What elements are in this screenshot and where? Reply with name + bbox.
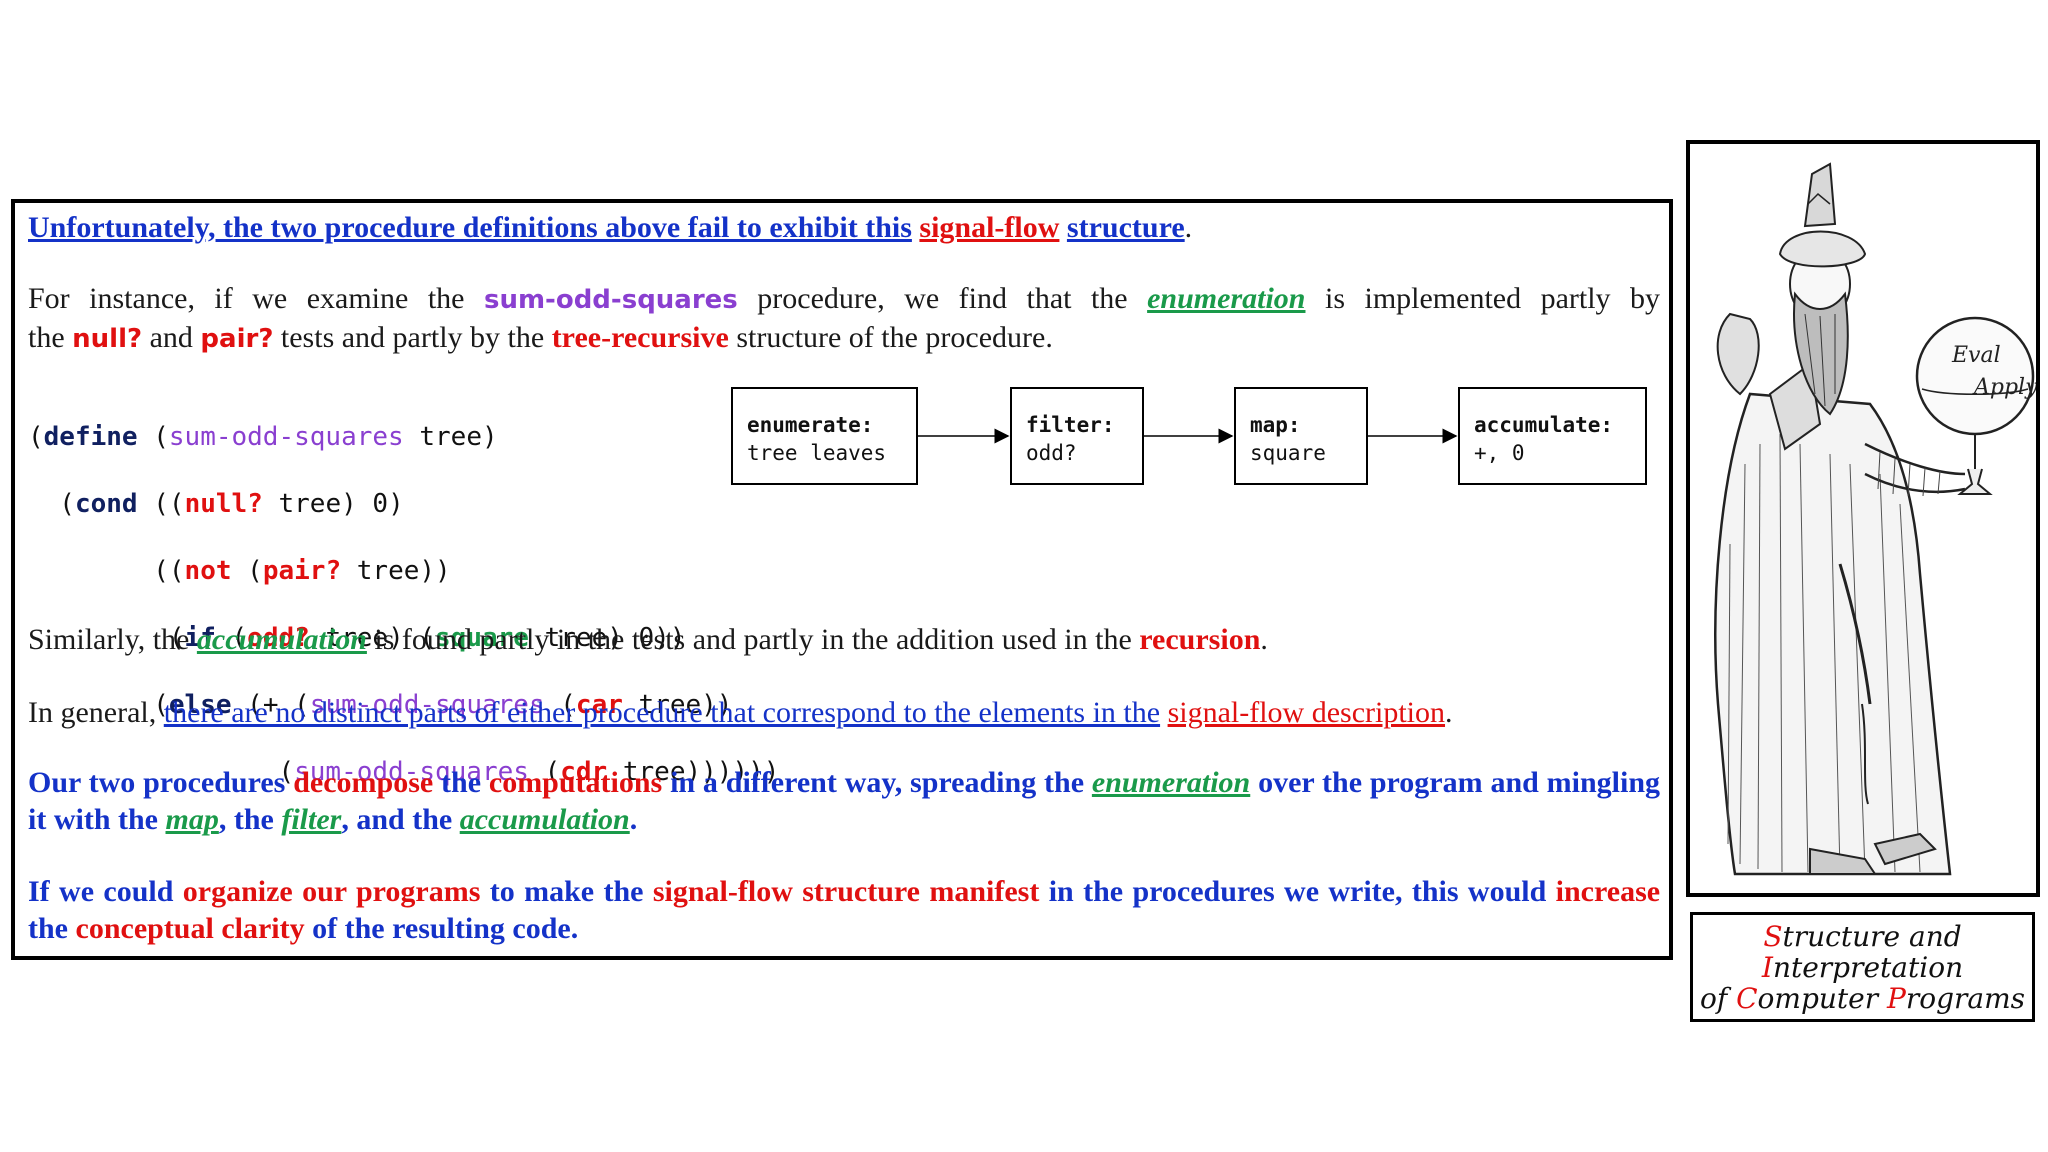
- instance-line-1: For instance, if we examine the sum-odd-…: [28, 282, 1661, 315]
- flow-box-enumerate: enumerate: tree leaves: [731, 387, 918, 485]
- instance-line-2: the null? and pair? tests and partly by …: [28, 321, 1053, 354]
- slide-content-box: [11, 199, 1673, 960]
- code-line-6: (sum-odd-squares (cdr tree)))))): [28, 756, 780, 787]
- caption-line-2: Interpretation: [1761, 951, 1964, 984]
- flow-box-accumulate: accumulate: +, 0: [1458, 387, 1647, 485]
- intro-paragraph: Unfortunately, the two procedure definit…: [28, 211, 1193, 244]
- decompose-paragraph: Our two procedures decompose the computa…: [28, 764, 1660, 838]
- globe-eval-text: Eval: [1951, 343, 2001, 368]
- no-distinct-parts-text: there are no distinct parts of either pr…: [163, 696, 1161, 729]
- sicp-caption: Structure and Interpretation of Computer…: [1690, 912, 2035, 1022]
- null-term: null?: [72, 324, 143, 354]
- organize-paragraph: If we could organize our programs to mak…: [28, 873, 1660, 947]
- flow-box-filter: filter: odd?: [1010, 387, 1144, 485]
- sum-odd-squares-term: sum-odd-squares: [483, 285, 738, 315]
- structure-term: structure: [1066, 211, 1185, 244]
- code-line-2: (cond ((null? tree) 0): [28, 488, 404, 519]
- decompose-line-2: it with the map, the filter, and the acc…: [28, 803, 638, 836]
- wizard-portrait: Eval Apply: [1686, 140, 2040, 897]
- tree-recursive-term: tree-recursive: [551, 321, 729, 354]
- caption-line-3: of Computer Programs: [1699, 982, 2026, 1015]
- instance-paragraph: For instance, if we examine the sum-odd-…: [28, 280, 1660, 358]
- code-line-5: (else (+ (sum-odd-squares (car tree)): [28, 689, 733, 720]
- code-block: (define (sum-odd-squares tree) (cond ((n…: [28, 387, 779, 823]
- globe-apply-text: Apply: [1972, 375, 2036, 400]
- code-line-3: ((not (pair? tree)): [28, 555, 451, 586]
- code-line-4: (if (odd? tree) (square tree) 0)): [28, 622, 686, 653]
- accumulation-term: accumulation: [196, 623, 367, 656]
- organize-line-1: If we could organize our programs to mak…: [28, 875, 1661, 908]
- pair-term: pair?: [200, 324, 274, 354]
- decompose-line-1: Our two procedures decompose the computa…: [28, 766, 1661, 799]
- general-paragraph: In general, there are no distinct parts …: [28, 696, 1453, 729]
- code-line-1: (define (sum-odd-squares tree): [28, 421, 498, 452]
- similarly-paragraph: Similarly, the accumulation is found par…: [28, 623, 1268, 656]
- wizard-illustration: Eval Apply: [1714, 162, 2036, 876]
- signal-flow-description-term: signal-flow description: [1167, 696, 1446, 729]
- intro-text: Unfortunately, the two procedure definit…: [28, 211, 912, 244]
- flow-box-map: map: square: [1234, 387, 1368, 485]
- caption-line-1: Structure and: [1763, 920, 1962, 953]
- organize-line-2: the conceptual clarity of the resulting …: [28, 912, 579, 945]
- recursion-term: recursion: [1139, 623, 1261, 656]
- signal-flow-term: signal-flow: [919, 211, 1060, 244]
- enumeration-term: enumeration: [1147, 282, 1306, 315]
